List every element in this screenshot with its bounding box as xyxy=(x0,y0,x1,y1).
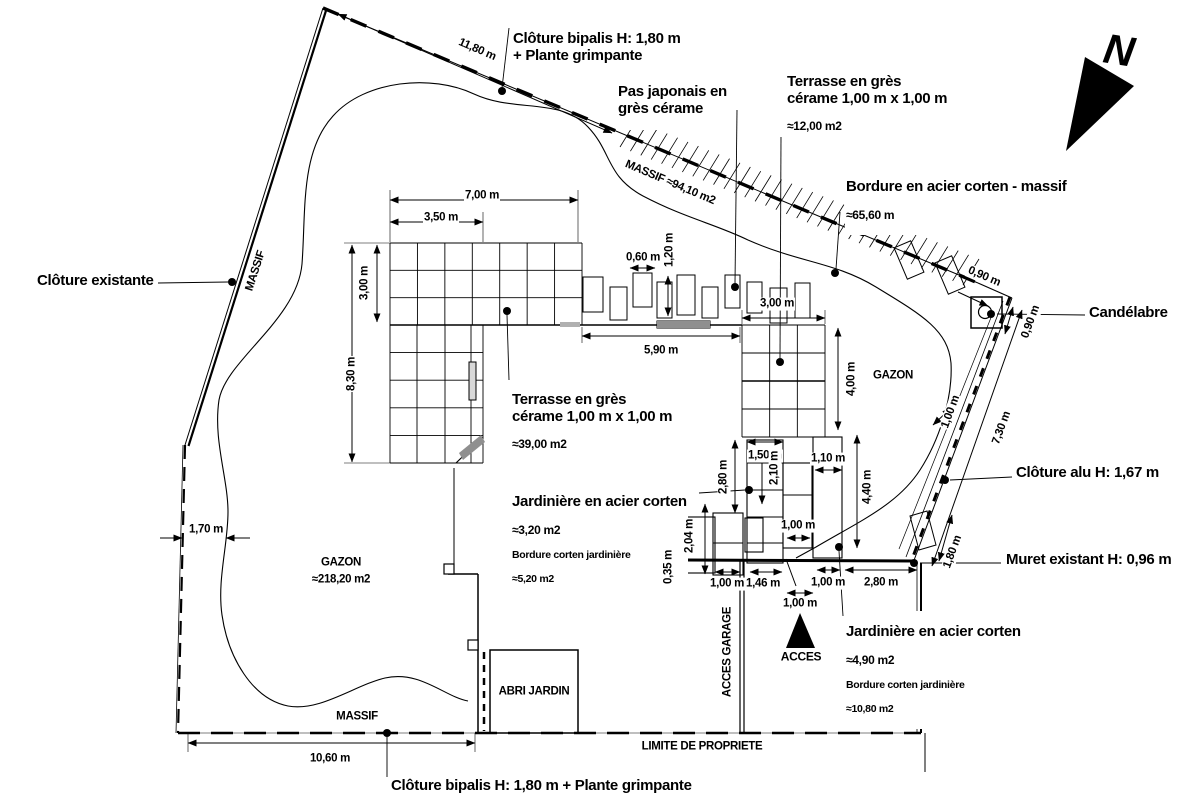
dim-4-00: 4,00 m xyxy=(845,360,859,398)
label-terrasse-12-title: Terrasse en grès cérame 1,00 m x 1,00 m xyxy=(787,72,948,107)
dim-2-80-bottom: 2,80 m xyxy=(862,576,900,590)
dim-1-70: 1,70 m xyxy=(187,523,225,537)
label-terrasse-12-area: ≈12,00 m2 xyxy=(787,119,842,134)
label-abri-jardin: ABRI JARDIN xyxy=(497,685,571,699)
area-gazon-left-name: GAZON xyxy=(319,556,363,570)
dim-3-00-left: 3,00 m xyxy=(358,264,372,302)
label-cloture-alu: Clôture alu H: 1,67 m xyxy=(1015,464,1160,482)
dim-1-00-step: 1,00 m xyxy=(779,519,817,533)
label-jardiniere-49: Jardinière en acier corten ≈4,90 m2 Bord… xyxy=(845,611,1022,730)
label-cloture-bipalis-bottom: Clôture bipalis H: 1,80 m + Plante grimp… xyxy=(390,777,693,795)
area-massif-bottom: MASSIF xyxy=(335,710,379,724)
label-terrasse-39-area: ≈39,00 m2 xyxy=(512,437,567,452)
label-jardiniere-49-area: ≈4,90 m2 xyxy=(846,652,895,667)
dim-2-04: 2,04 m xyxy=(683,517,697,555)
label-jardiniere-49-sub-area: ≈10,80 m2 xyxy=(846,703,894,716)
dim-1-20: 1,20 m xyxy=(663,231,677,269)
label-limite-propriete: LIMITE DE PROPRIETE xyxy=(640,740,764,754)
dim-1-10: 1,10 m xyxy=(809,452,847,466)
label-acces: ACCES xyxy=(779,649,823,664)
dim-10-60: 10,60 m xyxy=(308,752,352,766)
label-jardiniere-32-sub-area: ≈5,20 m2 xyxy=(512,573,554,586)
dim-7-00: 7,00 m xyxy=(463,189,501,203)
dim-2-80-left: 2,80 m xyxy=(717,458,731,496)
label-terrasse-12: Terrasse en grès cérame 1,00 m x 1,00 m … xyxy=(786,61,949,147)
label-jardiniere-49-sub: Bordure corten jardinière xyxy=(846,678,965,691)
dim-3-50: 3,50 m xyxy=(422,211,460,225)
dim-2-10: 2,10 m xyxy=(768,449,782,487)
label-cloture-bipalis-top-text: Clôture bipalis H: 1,80 m + Plante grimp… xyxy=(513,29,681,64)
label-jardiniere-32: Jardinière en acier corten ≈3,20 m2 Bord… xyxy=(511,481,688,600)
label-terrasse-39-title: Terrasse en grès cérame 1,00 m x 1,00 m xyxy=(512,390,673,425)
label-bordure-massif: Bordure en acier corten - massif ≈65,60 … xyxy=(845,166,1068,235)
label-cloture-bipalis-top: Clôture bipalis H: 1,80 m + Plante grimp… xyxy=(512,18,682,78)
dim-1-00-b: 1,00 m xyxy=(809,576,847,590)
dim-0-35: 0,35 m xyxy=(662,548,676,586)
dim-4-40: 4,40 m xyxy=(861,468,875,506)
label-jardiniere-32-area: ≈3,20 m2 xyxy=(512,522,561,537)
dim-3-00-right: 3,00 m xyxy=(758,297,796,311)
area-gazon-left-area: ≈218,20 m2 xyxy=(310,573,372,587)
label-muret-existant: Muret existant H: 0,96 m xyxy=(1005,551,1173,569)
dim-1-00-c: 1,00 m xyxy=(781,597,819,611)
label-acces-garage: ACCES GARAGE xyxy=(721,605,735,699)
label-jardiniere-32-title: Jardinière en acier corten xyxy=(512,492,687,510)
label-cloture-existante: Clôture existante xyxy=(36,272,155,290)
label-candelabre: Candélabre xyxy=(1088,304,1169,322)
label-jardiniere-49-title: Jardinière en acier corten xyxy=(846,622,1021,640)
dim-5-90: 5,90 m xyxy=(642,344,680,358)
label-bordure-massif-area: ≈65,60 m xyxy=(846,207,895,222)
label-bordure-massif-title: Bordure en acier corten - massif xyxy=(846,177,1067,195)
dim-0-60: 0,60 m xyxy=(624,251,662,265)
label-pas-japonais: Pas japonais en grès cérame xyxy=(617,71,728,131)
dim-1-00-a: 1,00 m xyxy=(708,577,746,591)
dim-1-46: 1,46 m xyxy=(744,577,782,591)
label-jardiniere-32-sub: Bordure corten jardinière xyxy=(512,548,631,561)
dim-8-30: 8,30 m xyxy=(345,355,359,393)
label-terrasse-39: Terrasse en grès cérame 1,00 m x 1,00 m … xyxy=(511,379,674,465)
area-gazon-right: GAZON xyxy=(871,369,915,383)
label-pas-japonais-text: Pas japonais en grès cérame xyxy=(618,82,727,117)
